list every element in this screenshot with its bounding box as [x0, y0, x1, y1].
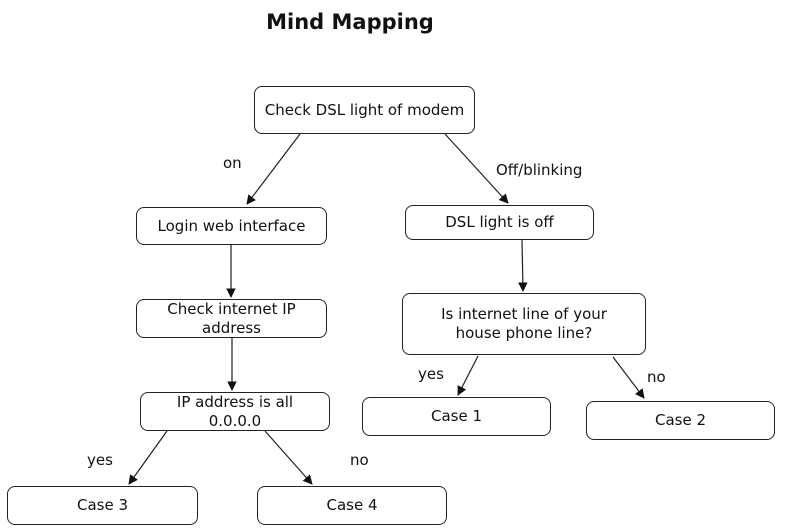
node-label: Check DSL light of modem: [264, 100, 465, 119]
node-label: Login web interface: [157, 216, 306, 235]
node-label: Is internet line of your house phone lin…: [441, 305, 607, 342]
edge-root-login: [246, 133, 301, 205]
node-label: Case 2: [654, 411, 707, 429]
edge-phone-line-case1: [457, 355, 479, 396]
edge-label-on: on: [223, 154, 242, 172]
node-phone-line-question: Is internet line of your house phone lin…: [402, 293, 646, 355]
node-label: Case 1: [430, 407, 483, 425]
diagram-title: Mind Mapping: [266, 10, 434, 34]
node-case-3: Case 3: [7, 486, 198, 525]
node-dsl-light-off: DSL light is off: [405, 205, 594, 240]
edge-phone-line-case2: [612, 356, 645, 399]
edge-root-dsl-off: [444, 133, 509, 204]
edge-label-no-phone: no: [647, 368, 666, 386]
node-label: Case 4: [326, 496, 378, 514]
edge-label-yes-ip: yes: [87, 451, 113, 469]
node-case-4: Case 4: [257, 486, 447, 525]
node-login-web-interface: Login web interface: [136, 207, 327, 245]
node-label: Check internet IP address: [167, 299, 296, 337]
node-label: DSL light is off: [445, 213, 554, 231]
node-label: IP address is all 0.0.0.0: [176, 392, 294, 430]
node-check-dsl-light: Check DSL light of modem: [254, 86, 475, 134]
node-label: Case 3: [76, 496, 129, 514]
node-ip-all-zero: IP address is all 0.0.0.0: [140, 392, 330, 431]
edge-ip-zero-case4: [264, 430, 313, 485]
node-case-1: Case 1: [362, 397, 551, 436]
edge-dsl-off-phone-line: [518, 239, 528, 292]
edge-label-no-ip: no: [350, 451, 369, 469]
edge-ip-zero-case3: [128, 430, 168, 485]
node-check-internet-ip: Check internet IP address: [136, 299, 327, 338]
node-case-2: Case 2: [586, 401, 775, 440]
edge-label-yes-phone: yes: [418, 365, 444, 383]
edge-label-off-blinking: Off/blinking: [496, 161, 583, 179]
